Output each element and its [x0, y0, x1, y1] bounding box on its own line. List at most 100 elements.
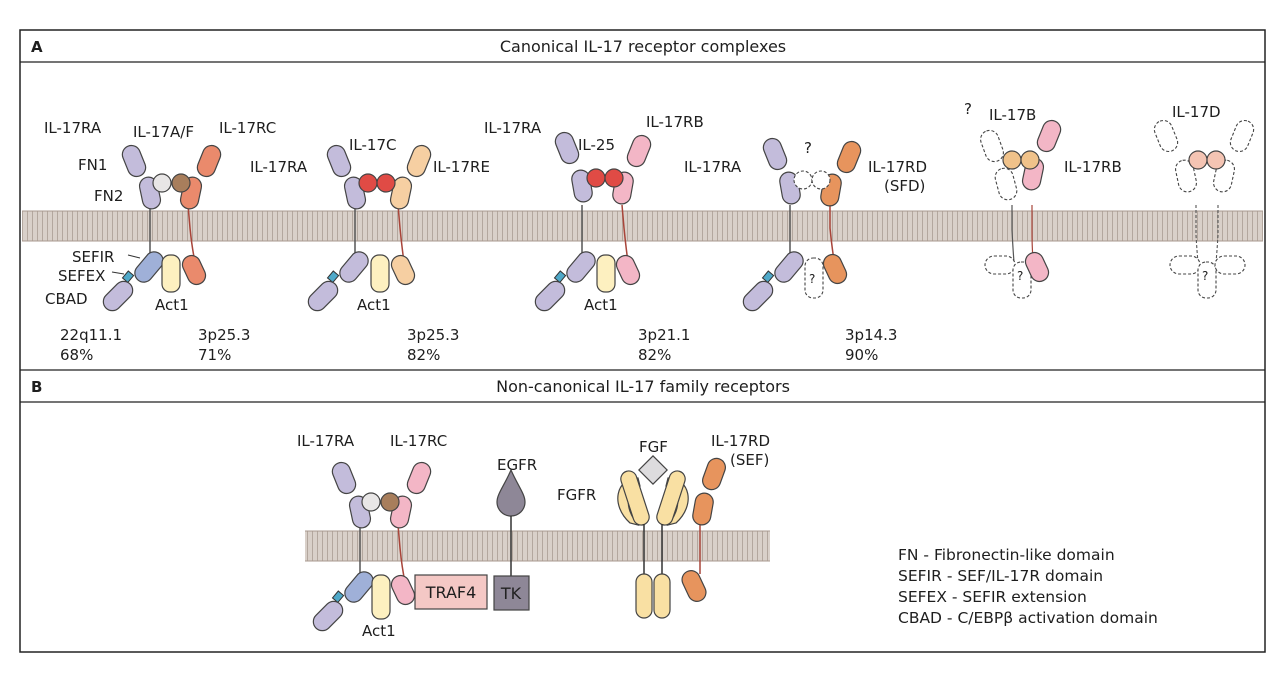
act1-adaptor — [596, 254, 616, 293]
locus-il17rc: 3p25.3 — [198, 326, 250, 344]
traf4-label: TRAF4 — [425, 583, 477, 602]
il17ra-cbad-domain — [742, 280, 774, 312]
fn1-label: FN1 — [78, 156, 107, 174]
locus-il17re: 3p25.3 — [407, 326, 459, 344]
il17ra-sefir-domain — [134, 251, 164, 283]
complex-il17ra-il17rb — [534, 131, 652, 312]
unknown-adaptor — [1012, 261, 1032, 299]
panel-b-sef-label: (SEF) — [730, 451, 769, 469]
panel-b-act1-label: Act1 — [362, 622, 396, 640]
il17rd-sefir-domain — [822, 253, 848, 285]
il17a-ligand — [361, 492, 381, 512]
il17ra-sefex-domain — [553, 270, 567, 284]
unknown-fn2-domain-left — [1174, 159, 1198, 193]
complex3-il17rb-label: IL-17RB — [646, 113, 704, 131]
il17rd-fn1-domain — [836, 140, 862, 174]
il17ra-fn1-domain — [121, 144, 147, 178]
il17ra-cbad-domain — [102, 280, 134, 312]
il17ra-sefir-domain — [339, 251, 369, 283]
complex1-ligand-label: IL-17A/F — [133, 123, 194, 141]
il17rb-fn1-domain — [626, 134, 652, 168]
il17rc-sefir-domain — [390, 574, 416, 606]
complex2-act1-label: Act1 — [357, 296, 391, 314]
panel-b-title: Non-canonical IL-17 family receptors — [496, 377, 790, 396]
unknown-sefir-right — [1214, 255, 1246, 275]
unknown-adaptor — [804, 257, 824, 299]
unknown-ligand-a — [793, 170, 813, 190]
il17f-ligand — [171, 173, 191, 193]
unknown-receptor-chain — [1011, 205, 1015, 263]
il17d-ligand-b — [1206, 150, 1226, 170]
complex1-il17ra-label: IL-17RA — [44, 119, 102, 137]
il17ra-sefex-domain — [761, 270, 775, 284]
fgfr-label: FGFR — [557, 486, 596, 504]
unknown-adaptor — [1197, 261, 1217, 299]
figure-frame — [19, 29, 1266, 653]
act1-adaptor — [370, 254, 390, 293]
identity-il17rc: 71% — [198, 346, 231, 364]
il17re-fn1-domain — [406, 144, 432, 178]
panel-b-il17rc-label: IL-17RC — [390, 432, 447, 450]
il17ra-fn1-domain — [331, 461, 357, 495]
il17b-ligand-b — [1020, 150, 1040, 170]
il17rb-sefir-domain — [1024, 251, 1050, 283]
complex4-unknown-ligand-label: ? — [804, 139, 812, 157]
il17rc-fn1-domain — [406, 461, 432, 495]
panel-a-letter: A — [31, 38, 43, 56]
il17re-fn2-domain — [389, 176, 413, 210]
complex5-il17rb-label: IL-17RB — [1064, 158, 1122, 176]
act1-adaptor — [161, 254, 181, 293]
il17d-ligand-a — [1188, 150, 1208, 170]
il17a-ligand — [152, 173, 172, 193]
complex1-il17rc-label: IL-17RC — [219, 119, 276, 137]
panel-b-letter: B — [31, 378, 42, 396]
identity-il17re: 82% — [407, 346, 440, 364]
il17rd-fn2-domain — [692, 492, 714, 526]
il17f-ligand — [380, 492, 400, 512]
complex-il17ra-il17rd — [742, 137, 862, 312]
sefir-pointer — [127, 254, 141, 259]
il17ra-sefir-domain — [566, 251, 596, 283]
il17ra-fn1-domain — [326, 144, 352, 178]
traf4-box — [414, 574, 488, 610]
il17ra-fn1-domain — [762, 137, 788, 171]
il25-ligand-a — [586, 168, 606, 188]
il17ra-sefir-domain — [774, 251, 804, 283]
cell-membrane-a — [22, 211, 1263, 241]
complex2-ligand-label: IL-17C — [349, 136, 397, 154]
il17c-ligand-a — [358, 173, 378, 193]
il17rc-fn1-domain — [196, 144, 222, 178]
unknown-fn2-domain — [994, 167, 1018, 201]
complex4-il17rd-label: IL-17RD — [868, 158, 927, 176]
act1-adaptor — [371, 574, 391, 620]
il17ra-sefir-domain — [344, 571, 374, 603]
complex1-act1-label: Act1 — [155, 296, 189, 314]
il25-ligand-b — [604, 168, 624, 188]
complex4-il17ra-label: IL-17RA — [684, 158, 742, 176]
il17rb-sefir-domain — [615, 254, 641, 286]
cbad-label: CBAD — [45, 290, 88, 308]
locus-il17rd: 3p14.3 — [845, 326, 897, 344]
fgf-ligand — [638, 455, 668, 485]
legend-sefex: SEFEX - SEFIR extension — [898, 588, 1087, 606]
il17b-ligand-a — [1002, 150, 1022, 170]
locus-il17ra: 22q11.1 — [60, 326, 122, 344]
complex5-il17b-label: IL-17B — [989, 106, 1036, 124]
complex6-il17d-label: IL-17D — [1172, 103, 1221, 121]
identity-il17rd: 90% — [845, 346, 878, 364]
unknown-chain-left — [1195, 205, 1199, 263]
fgfr-left-kinase — [635, 573, 653, 619]
complex-il17d — [1153, 119, 1255, 299]
il17rd-fn1-domain — [702, 457, 726, 491]
cell-membrane-b — [305, 531, 770, 561]
sefex-pointer — [111, 271, 125, 275]
complex3-ligand-label: IL-25 — [578, 136, 615, 154]
unknown-sefir-domain — [984, 255, 1016, 275]
il17re-sefir-domain — [390, 254, 416, 286]
noncanonical-il17ra-il17rc — [312, 461, 432, 632]
complex2-il17re-label: IL-17RE — [433, 158, 490, 176]
unknown-fn1-domain-right — [1229, 119, 1255, 153]
fgfr-right-kinase — [653, 573, 671, 619]
unknown-sefir-left — [1169, 255, 1201, 275]
il17c-ligand-b — [376, 173, 396, 193]
